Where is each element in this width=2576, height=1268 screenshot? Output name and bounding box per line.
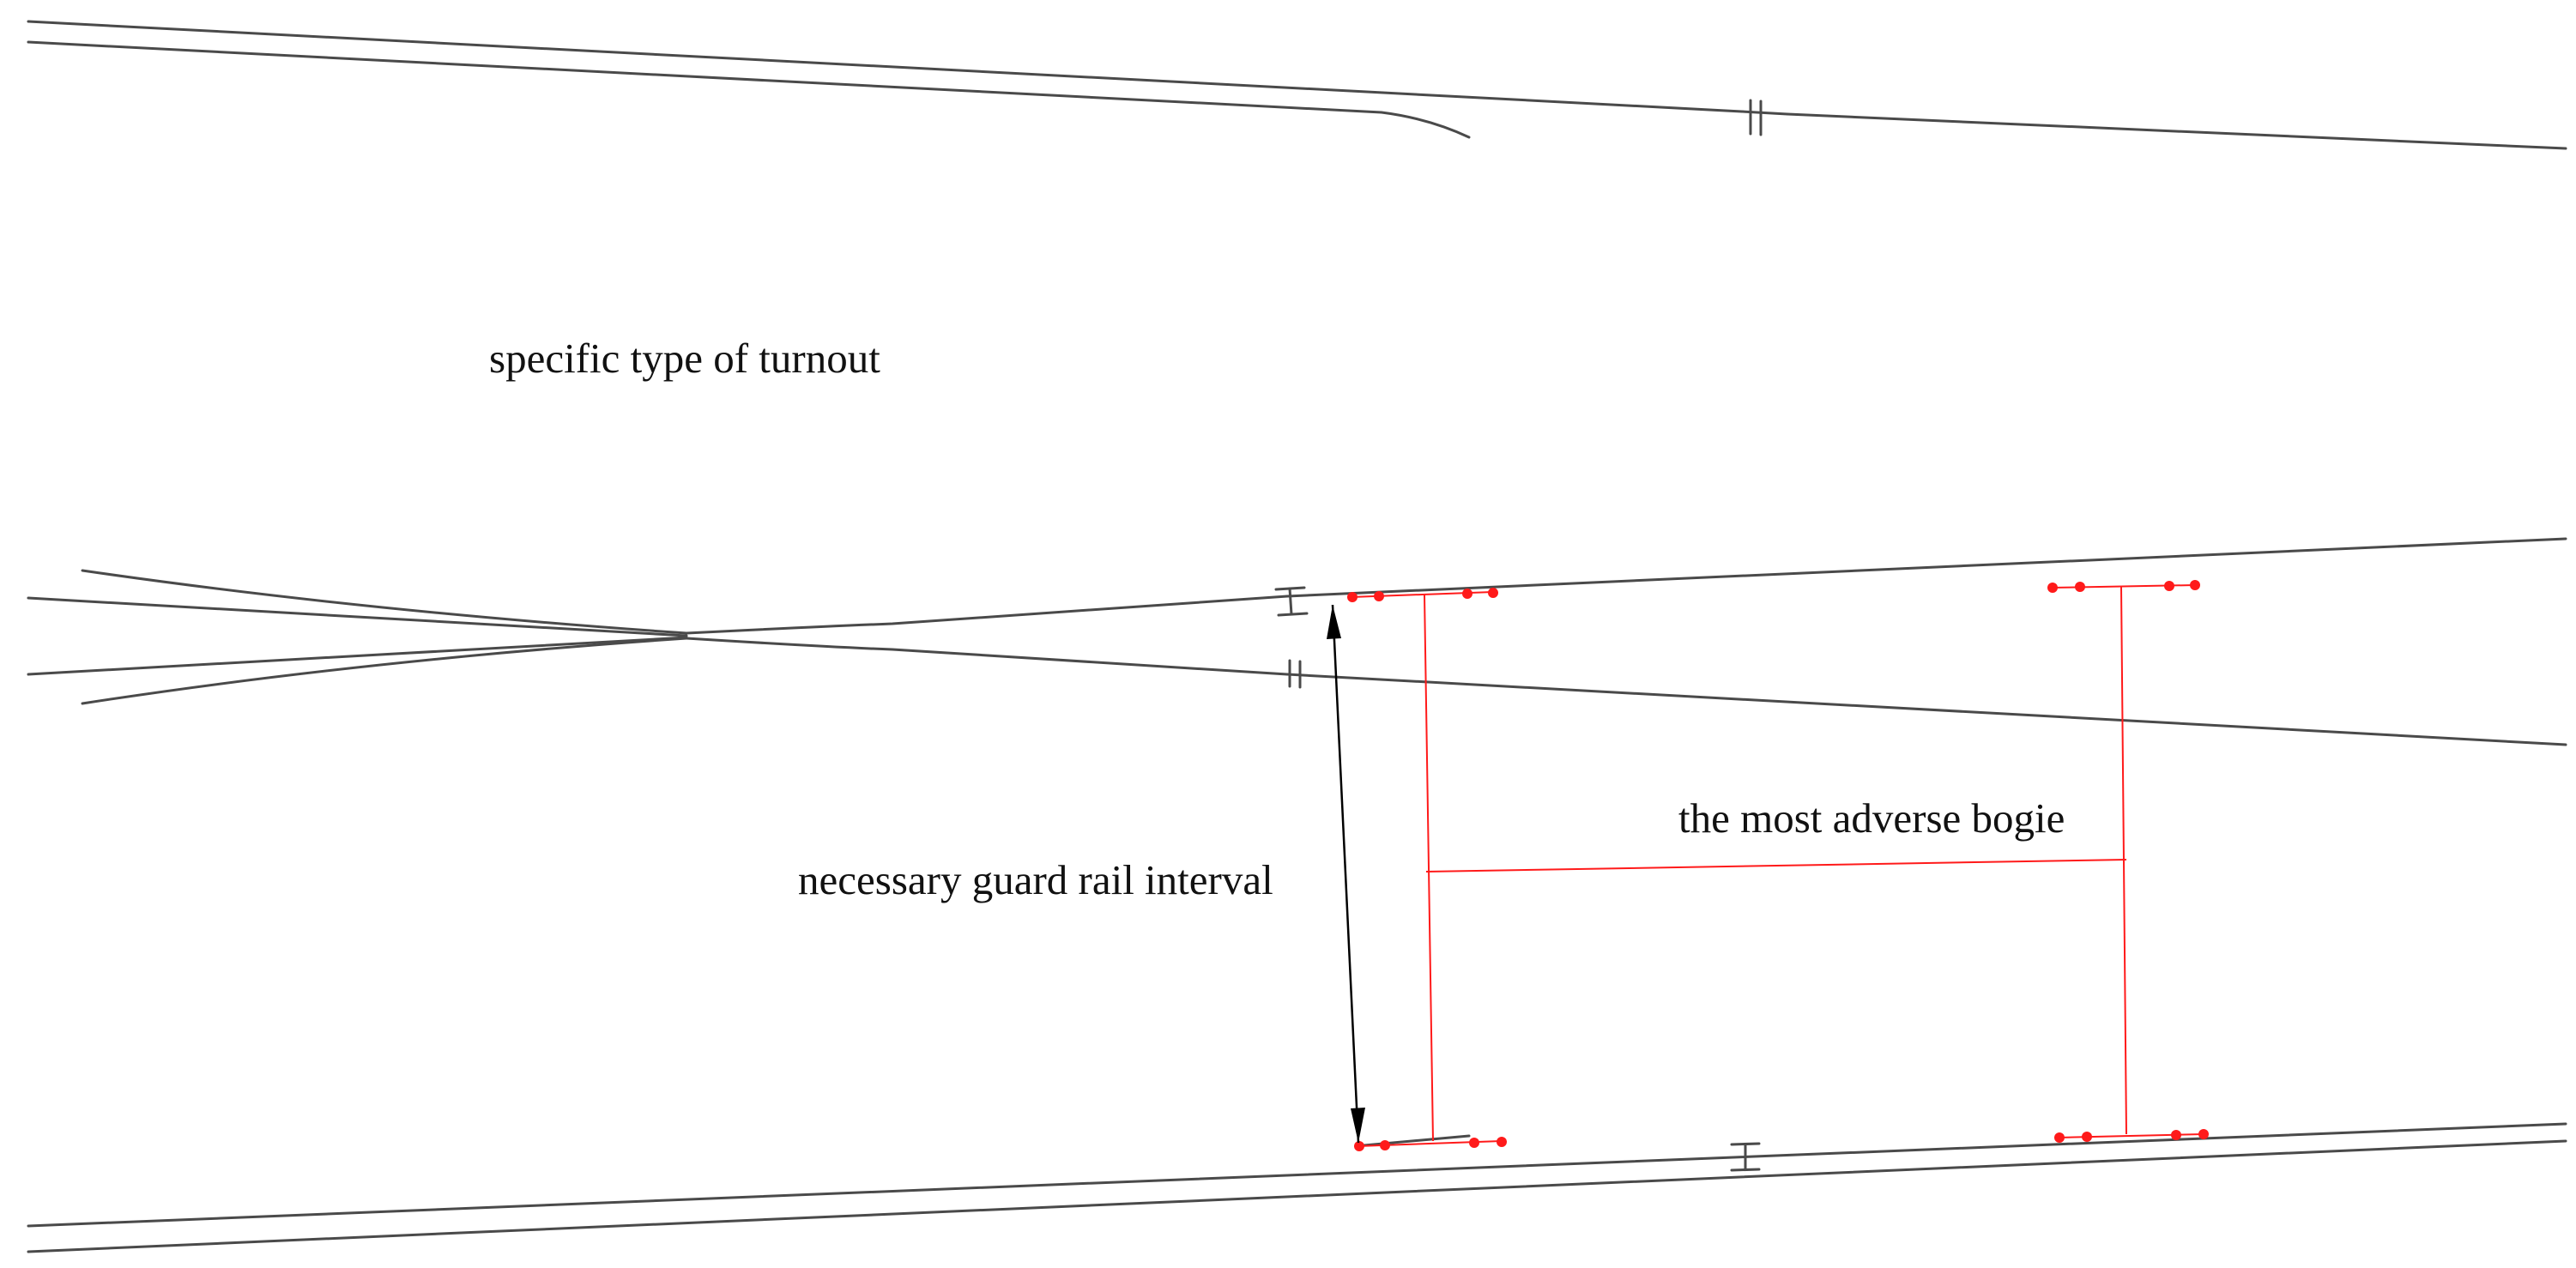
- wheel-dot: [2164, 581, 2174, 591]
- wheel-dot: [1462, 589, 1472, 599]
- wheel-dot: [2198, 1129, 2209, 1139]
- bogie-right-bottom-axle: [2057, 1133, 2204, 1138]
- wheel-dot: [1347, 592, 1358, 602]
- bogie-outline: [1350, 584, 2204, 1147]
- wheel-dot: [2054, 1132, 2065, 1143]
- bogie-right-vertical: [2120, 586, 2127, 1135]
- lower-wing-rail: [81, 637, 688, 705]
- wheel-dot: [2171, 1130, 2181, 1140]
- interval-arrowhead-top: [1327, 605, 1341, 639]
- bogie-wheels: [1347, 580, 2209, 1151]
- lower-closure-rail: [685, 637, 1289, 676]
- wheel-dot: [2047, 583, 2058, 593]
- wheel-dot: [1354, 1141, 1364, 1151]
- wheel-dot: [1469, 1138, 1479, 1148]
- wheel-dot: [1488, 588, 1498, 598]
- bogie-left-vertical: [1424, 594, 1434, 1142]
- lower-track: [27, 1122, 2567, 1253]
- frog-upper-line: [27, 596, 688, 637]
- frog-lower-line: [27, 636, 688, 676]
- upper-through-rail: [1285, 537, 2567, 598]
- upper-main-rail: [27, 20, 1744, 113]
- interval-dimension: [1327, 604, 1365, 1144]
- lower-through-rail: [1285, 673, 2567, 746]
- wheel-dot: [1497, 1137, 1507, 1147]
- upper-main-rail-continued: [1786, 112, 2567, 150]
- bogie-crossbar: [1425, 859, 2127, 873]
- upper-closure-rail: [685, 595, 1289, 635]
- wheel-dot: [1380, 1140, 1390, 1150]
- interval-label: necessary guard rail interval: [798, 856, 1273, 903]
- upper-insulated-joint-bridge: [1740, 110, 1789, 116]
- turnout-label: specific type of turnout: [489, 335, 880, 382]
- bogie-label: the most adverse bogie: [1678, 794, 2065, 842]
- wheel-dot: [2075, 582, 2085, 592]
- upper-diverging-rail: [27, 40, 1471, 139]
- interval-arrowhead-bottom: [1351, 1108, 1365, 1143]
- upper-track: [27, 20, 2567, 150]
- wheel-dot: [2190, 580, 2200, 590]
- lower-rail-1: [27, 1122, 2567, 1228]
- mid-joint-tick-stem: [1288, 587, 1293, 616]
- wheel-dot: [1374, 591, 1384, 601]
- lower-rail-2: [27, 1139, 2567, 1253]
- upper-wing-rail: [81, 569, 688, 635]
- wheel-dot: [2082, 1132, 2092, 1142]
- frog-section: [27, 537, 2567, 746]
- interval-dimension-line: [1331, 604, 1360, 1144]
